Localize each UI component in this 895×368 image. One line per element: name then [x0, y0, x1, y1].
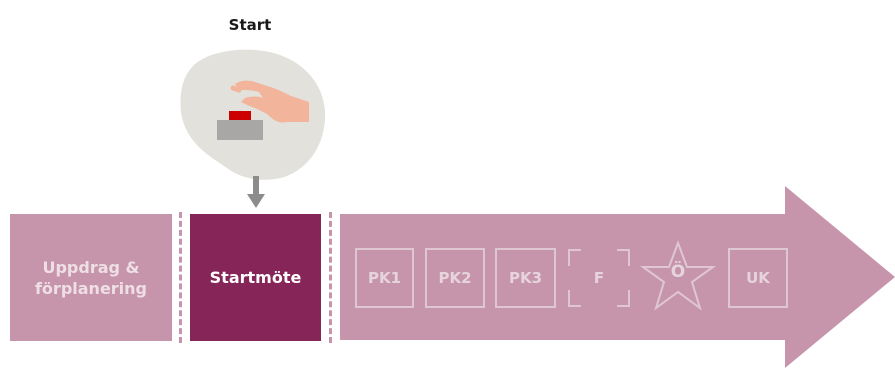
milestone-pk1: PK1: [355, 248, 414, 308]
red-button: [229, 111, 251, 120]
down-arrow-icon: [244, 176, 268, 210]
milestone-uk: UK: [728, 248, 788, 308]
milestone-oe: Ö: [640, 262, 716, 282]
start-label: Start: [200, 16, 300, 34]
phase-uppdrag-forplanering: Uppdrag & förplanering: [10, 214, 172, 341]
button-base: [217, 120, 263, 140]
milestone-f: F: [567, 248, 631, 308]
milestone-pk3: PK3: [495, 248, 556, 308]
phase-divider: [329, 212, 332, 343]
milestone-f-label: F: [594, 269, 604, 287]
milestone-pk2: PK2: [425, 248, 485, 308]
phase-divider: [179, 212, 182, 343]
phase-startmote: Startmöte: [190, 214, 321, 341]
